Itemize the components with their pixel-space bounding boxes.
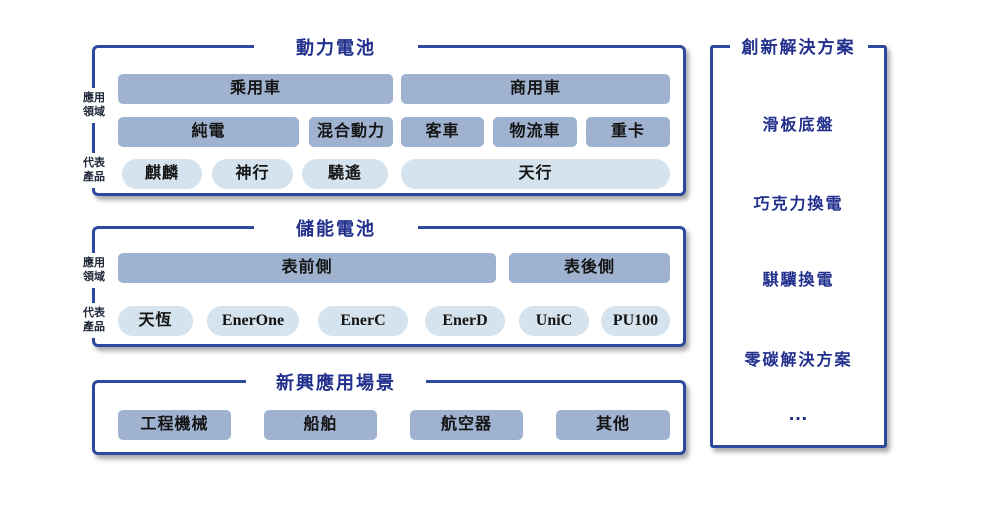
subcategory-logistics-vehicle: 物流車	[493, 117, 577, 147]
product-tianxing: 天行	[401, 159, 670, 189]
product-tianheng: 天恆	[118, 306, 193, 336]
scenario-engineering-machinery: 工程機械	[118, 410, 231, 440]
category-passenger-vehicle: 乘用車	[118, 74, 393, 104]
energy-storage-title: 儲能電池	[254, 218, 418, 240]
category-front-of-meter: 表前側	[118, 253, 496, 283]
product-pu100: PU100	[601, 306, 670, 336]
representative-products-label: 代表 產品	[78, 153, 110, 188]
category-commercial-vehicle: 商用車	[401, 74, 670, 104]
product-enerd: EnerD	[425, 306, 505, 336]
product-unic: UniC	[519, 306, 589, 336]
solution-ellipsis: …	[788, 403, 809, 425]
product-shenxing: 神行	[212, 159, 293, 189]
innovative-solutions-title: 創新解決方案	[729, 37, 868, 59]
emerging-applications-section: 新興應用場景 工程機械 船舶 航空器 其他	[92, 372, 686, 455]
energy-storage-battery-section: 儲能電池 應用 領域 代表 產品 表前側 表後側 天恆 EnerOne Ener…	[78, 218, 686, 347]
subcategory-hybrid: 混合動力	[309, 117, 393, 147]
innovative-solutions-panel: 創新解決方案 滑板底盤 巧克力換電 騏驥換電 零碳解決方案 …	[710, 37, 887, 448]
scenario-others: 其他	[556, 410, 670, 440]
power-battery-section: 動力電池 應用 領域 代表 產品 乘用車 商用車 純電 混合動力 客車 物流車 …	[78, 37, 686, 196]
application-field-label: 應用 領域	[78, 88, 110, 123]
scenario-ships: 船舶	[264, 410, 377, 440]
solution-choco-swap: 巧克力換電	[753, 196, 844, 213]
solution-zero-carbon: 零碳解決方案	[744, 352, 853, 369]
application-field-label: 應用 領域	[78, 253, 110, 288]
solution-qiji-swap: 騏驥換電	[762, 272, 835, 289]
power-battery-title: 動力電池	[254, 37, 418, 59]
subcategory-heavy-truck: 重卡	[586, 117, 670, 147]
product-xiaoyao: 驍遙	[302, 159, 388, 189]
scenario-aircraft: 航空器	[410, 410, 523, 440]
subcategory-bus: 客車	[401, 117, 484, 147]
product-enerc: EnerC	[318, 306, 408, 336]
product-qilin: 麒麟	[122, 159, 202, 189]
category-behind-meter: 表後側	[509, 253, 670, 283]
subcategory-bev: 純電	[118, 117, 299, 147]
product-enerone: EnerOne	[207, 306, 299, 336]
emerging-applications-title: 新興應用場景	[246, 372, 426, 394]
solution-skateboard-chassis: 滑板底盤	[762, 117, 835, 134]
representative-products-label: 代表 產品	[78, 303, 110, 338]
